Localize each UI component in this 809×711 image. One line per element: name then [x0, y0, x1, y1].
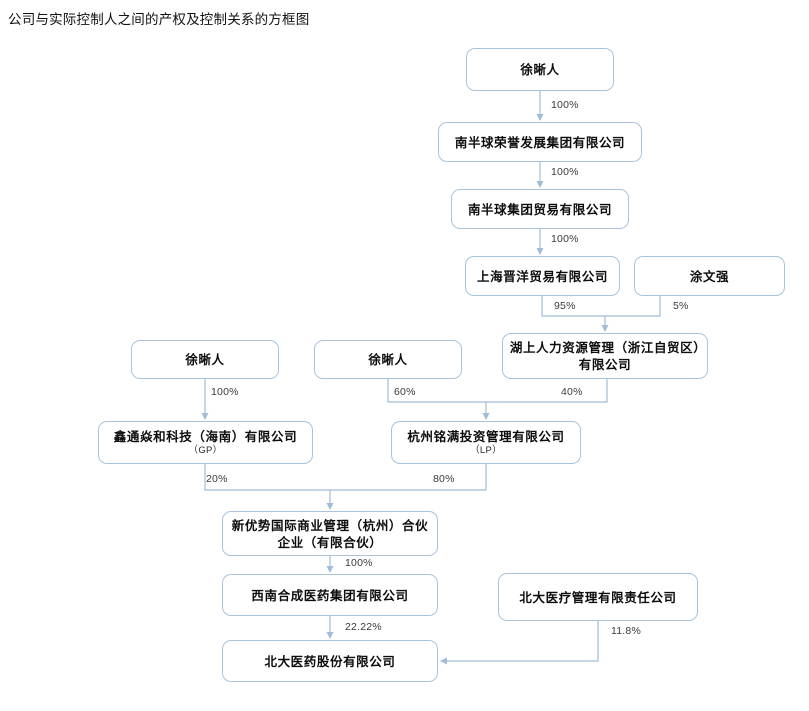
edge-label-100-xinyoushi-xinan: 100% [345, 557, 373, 569]
node-label: 徐晰人 [368, 352, 408, 367]
edge-label-40-hushang-hangzhou: 40% [561, 386, 583, 398]
node-label: 北大医药股份有限公司 [264, 653, 396, 669]
edge-label-100-my-shanghai: 100% [551, 233, 579, 245]
node-label: 南半球荣誉发展集团有限公司 [454, 134, 626, 150]
edge-label-5-tu-hushang: 5% [673, 300, 689, 312]
node-label: 北大医疗管理有限责任公司 [519, 589, 677, 605]
node-label: 湖上人力资源管理（浙江自贸区）有限公司 [509, 340, 701, 372]
edge-label-2222-xinan-beida: 22.22% [345, 621, 382, 633]
edge-label-100-ry-my: 100% [551, 166, 579, 178]
node-xintong-yanhe[interactable]: 鑫通焱和科技（海南）有限公司 （GP） [98, 421, 313, 464]
node-sublabel-lp: （LP） [470, 445, 502, 456]
node-label: 上海晋洋贸易有限公司 [476, 268, 608, 284]
edge-label-100-xu-nanbanqiu: 100% [551, 99, 579, 111]
node-xinyoushi[interactable]: 新优势国际商业管理（杭州）合伙企业（有限合伙） [222, 511, 438, 556]
node-label: 新优势国际商业管理（杭州）合伙企业（有限合伙） [231, 517, 429, 550]
node-xu-left[interactable]: 徐晰人 [131, 340, 279, 379]
node-nanbanqiu-rongyu[interactable]: 南半球荣誉发展集团有限公司 [438, 122, 642, 162]
node-label: 徐晰人 [185, 352, 225, 367]
node-label: 南半球集团贸易有限公司 [467, 201, 613, 217]
node-label: 涂文强 [689, 268, 730, 284]
page-title: 公司与实际控制人之间的产权及控制关系的方框图 [8, 12, 310, 27]
node-hangzhou-mingman[interactable]: 杭州铭满投资管理有限公司 （LP） [391, 421, 581, 464]
node-shanghai-jinyang[interactable]: 上海晋洋贸易有限公司 [465, 256, 620, 296]
edge-label-100-xuleft-xintong: 100% [211, 386, 239, 398]
node-xinan-hecheng[interactable]: 西南合成医药集团有限公司 [222, 574, 438, 616]
node-sublabel-gp: （GP） [188, 445, 223, 456]
node-beida-yiyao[interactable]: 北大医药股份有限公司 [222, 640, 438, 682]
node-xu-mid[interactable]: 徐晰人 [314, 340, 462, 379]
node-label: 西南合成医药集团有限公司 [251, 587, 409, 603]
edge-label-60-xumid-hangzhou: 60% [394, 386, 416, 398]
node-beida-yiliao-guanli[interactable]: 北大医疗管理有限责任公司 [498, 573, 698, 621]
node-nanbanqiu-maoyi[interactable]: 南半球集团贸易有限公司 [451, 189, 629, 229]
node-label: 徐晰人 [520, 62, 560, 77]
node-label: 杭州铭满投资管理有限公司 [407, 429, 565, 444]
edge-label-95-shanghai-hushang: 95% [554, 300, 576, 312]
edge-label-80-hangzhou-xinyoushi: 80% [433, 473, 455, 485]
node-tu-wenqiang[interactable]: 涂文强 [634, 256, 785, 296]
edge-label-118-beidayl-beida: 11.8% [611, 625, 641, 637]
edge-beidayl-to-beida [440, 621, 599, 665]
node-hushang-hr[interactable]: 湖上人力资源管理（浙江自贸区）有限公司 [502, 333, 708, 379]
node-label: 鑫通焱和科技（海南）有限公司 [113, 429, 298, 444]
edge-label-20-xintong-xinyoushi: 20% [206, 473, 228, 485]
node-xu-top[interactable]: 徐晰人 [466, 48, 614, 91]
